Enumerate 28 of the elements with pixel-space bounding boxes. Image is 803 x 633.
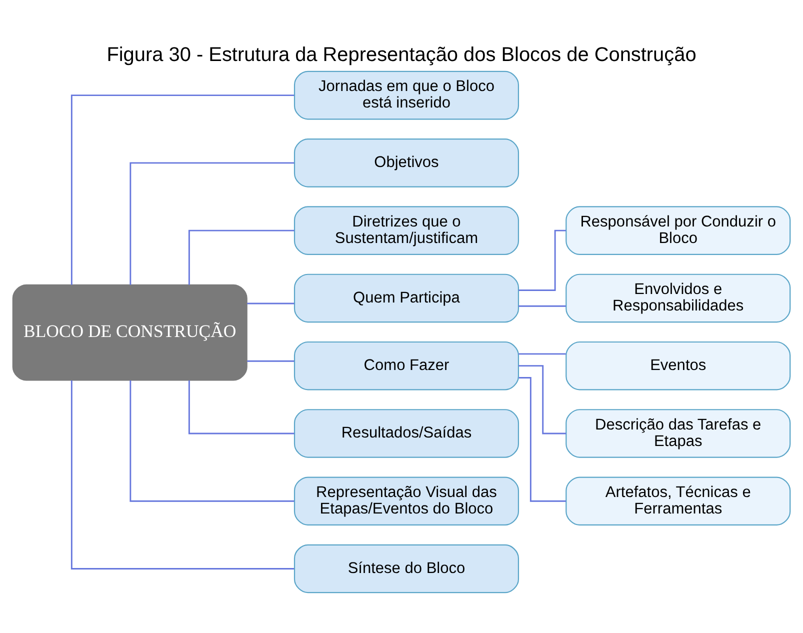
connector bbox=[247, 302, 294, 304]
connector bbox=[70, 94, 294, 285]
node-box: BLOCO DE CONSTRUÇÃO bbox=[12, 284, 248, 381]
connector bbox=[70, 380, 294, 570]
connector bbox=[188, 230, 294, 285]
connector bbox=[518, 377, 566, 502]
node-box: Diretrizes que o Sustentam/justificam bbox=[294, 206, 520, 255]
connector bbox=[247, 360, 294, 362]
node-box: Como Fazer bbox=[294, 341, 520, 390]
node-box: Resultados/Saídas bbox=[294, 409, 520, 458]
node-box: Envolvidos e Responsabilidades bbox=[566, 274, 791, 323]
connector bbox=[518, 353, 566, 355]
connector bbox=[130, 380, 294, 502]
node-box: Jornadas em que o Bloco está inserido bbox=[294, 70, 520, 120]
diagram-title: Figura 30 - Estrutura da Representação dos Blocos de Construção bbox=[106, 44, 696, 66]
node-box: Quem Participa bbox=[294, 274, 520, 323]
connector bbox=[130, 162, 294, 285]
node-box: Eventos bbox=[566, 341, 791, 390]
connector bbox=[518, 305, 566, 307]
node-box: Síntese do Bloco bbox=[294, 544, 520, 594]
node-box: Objetivos bbox=[294, 138, 520, 188]
node-box: Descrição das Tarefas e Etapas bbox=[566, 409, 791, 458]
connector bbox=[518, 365, 566, 434]
connector bbox=[188, 380, 294, 434]
connector bbox=[518, 230, 566, 291]
node-box: Responsável por Conduzir o Bloco bbox=[566, 206, 791, 255]
node-box: Representação Visual das Etapas/Eventos do Bloco bbox=[294, 476, 520, 526]
node-box: Artefatos, Técnicas e Ferramentas bbox=[566, 476, 791, 526]
